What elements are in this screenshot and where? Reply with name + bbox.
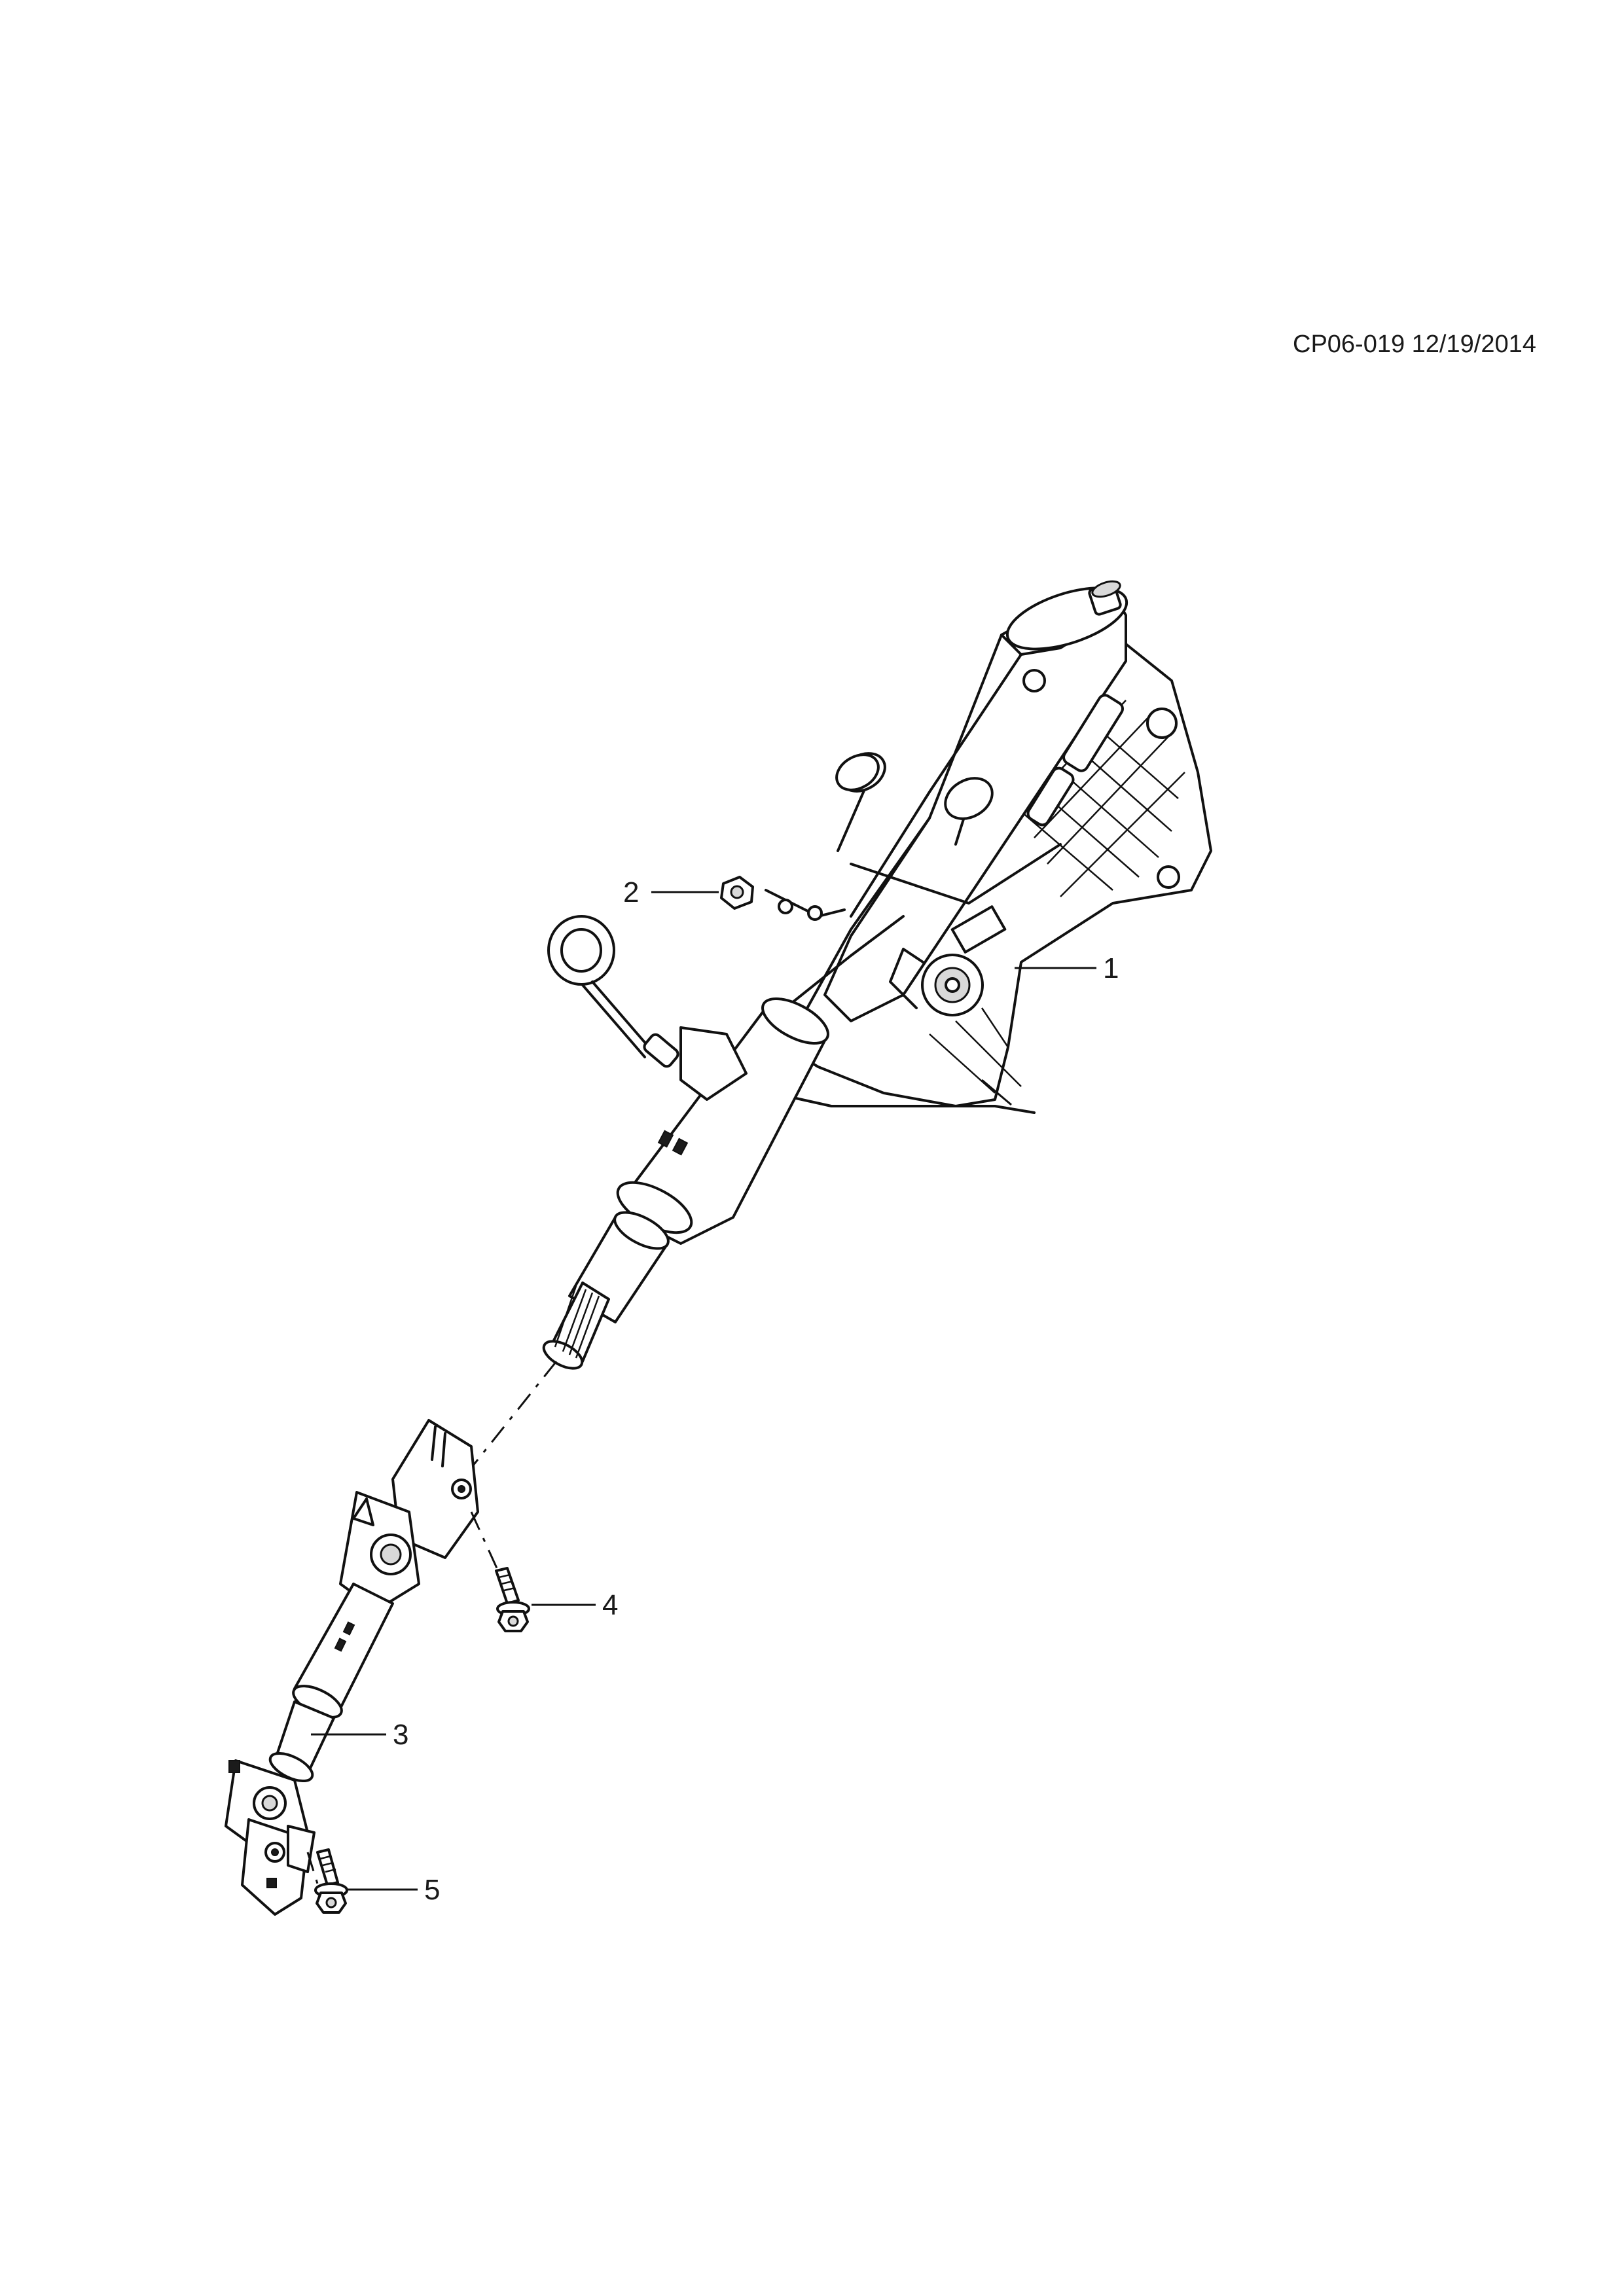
- callout-5: 5: [424, 1874, 441, 1906]
- adjust-motor: [889, 948, 984, 1016]
- lower-bolt-part: [314, 1848, 348, 1914]
- tilt-lever-ring: [835, 753, 880, 791]
- callout-4: 4: [602, 1589, 619, 1621]
- callout-3: 3: [393, 1719, 409, 1751]
- bracket-mount-hole: [1146, 708, 1178, 739]
- document-code: CP06-019 12/19/2014: [1293, 331, 1536, 358]
- connector-block: [950, 905, 1007, 954]
- callout-2: 2: [623, 876, 640, 908]
- leader-1b: [981, 1079, 1012, 1106]
- nut-part: [720, 876, 754, 910]
- column-splined-end: [542, 1282, 610, 1370]
- callout-1: 1: [1103, 952, 1119, 984]
- leader-lines: [311, 891, 1096, 1891]
- upper-bolt-part: [495, 1567, 530, 1632]
- bolt4-axis: [470, 1511, 505, 1585]
- bracket-rib-lattice: [929, 700, 1185, 1094]
- steering-column-assembly: [542, 580, 1212, 1370]
- intermediate-shaft-part: [225, 1419, 479, 1916]
- release-handle: [547, 915, 748, 1101]
